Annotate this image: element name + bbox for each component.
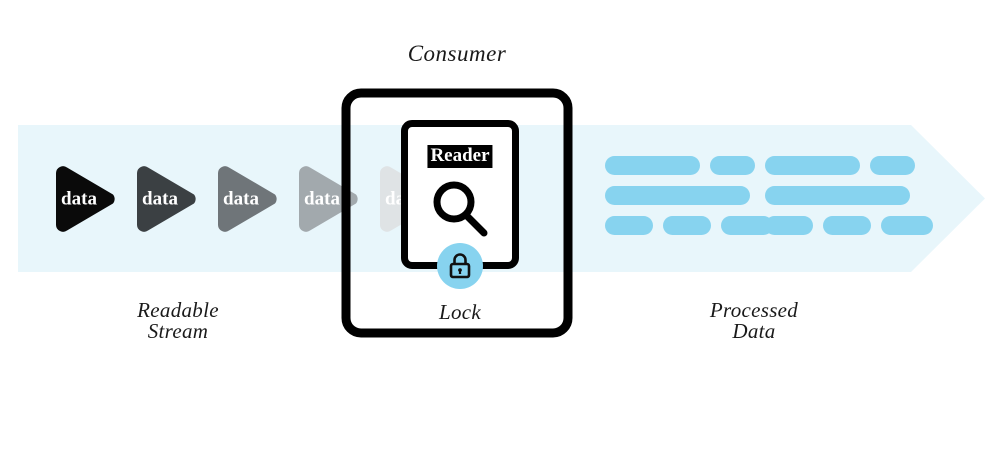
processed-data-bar: [663, 216, 711, 235]
processed-data-row: [765, 216, 933, 235]
data-chunk-arrow-2: data: [129, 163, 201, 235]
processed-data-row: [605, 216, 773, 235]
processed-data-bar: [605, 216, 653, 235]
processed-data-row: [605, 156, 755, 175]
processed-data-bar: [605, 186, 750, 205]
magnifier-icon: [430, 179, 490, 239]
processed-data-bar: [870, 156, 915, 175]
processed-data-row: [765, 156, 915, 175]
readable-stream-caption-line1: Readable: [137, 298, 219, 322]
processed-data-row: [605, 186, 750, 205]
processed-data-caption-line1: Processed: [709, 298, 799, 322]
processed-data-bar: [765, 186, 910, 205]
processed-data-row: [765, 186, 910, 205]
processed-data-caption: Processed Data: [664, 300, 844, 342]
processed-data-bar: [765, 156, 860, 175]
processed-data-bar: [881, 216, 933, 235]
processed-data-bar: [765, 216, 813, 235]
consumer-title: Consumer: [407, 41, 507, 66]
data-chunk-arrow-1: data: [48, 163, 120, 235]
arrow-shape: [299, 166, 358, 232]
consumer-frame-outline: [341, 88, 573, 338]
arrow-shape: [56, 166, 115, 232]
processed-data-bar: [710, 156, 755, 175]
processed-data-bar: [823, 216, 871, 235]
data-chunk-arrow-3: data: [210, 163, 282, 235]
consumer-frame: [341, 88, 573, 338]
lock-icon: [449, 253, 471, 279]
readable-stream-caption: Readable Stream: [88, 300, 268, 342]
processed-data-bar: [721, 216, 773, 235]
arrow-shape: [218, 166, 277, 232]
processed-data-caption-line2: Data: [732, 319, 776, 343]
lock-badge[interactable]: [437, 243, 483, 289]
processed-data-bar: [605, 156, 700, 175]
reader-tag-label: Reader: [427, 145, 493, 168]
readable-stream-caption-line2: Stream: [147, 319, 209, 343]
arrow-shape: [137, 166, 196, 232]
lock-caption: Lock: [438, 300, 482, 324]
